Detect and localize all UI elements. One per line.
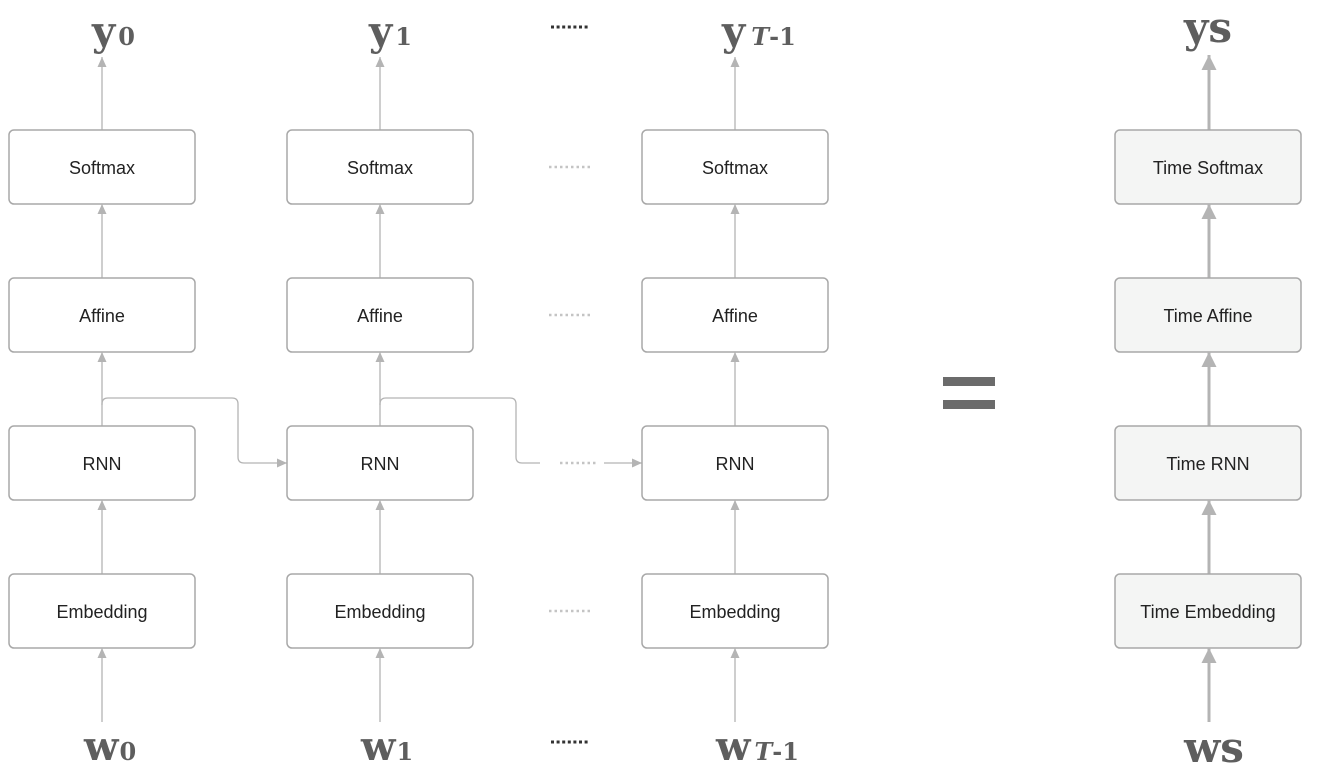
time-softmax-label: Time Softmax xyxy=(1153,158,1263,178)
embedding-label-0: Embedding xyxy=(56,602,147,622)
input-variable-ws: ws xyxy=(1183,723,1244,772)
time-layer-stack: ys Time Softmax Time Affine Time RNN Tim… xyxy=(1114,3,1302,772)
time-embedding-label: Time Embedding xyxy=(1140,602,1275,622)
hidden-state-arrow-0-to-1 xyxy=(101,397,287,468)
equals-bar-bottom xyxy=(943,400,995,409)
affine-label-last: Affine xyxy=(712,306,758,326)
equals-sign xyxy=(943,377,995,409)
input-variable-w1: w1 xyxy=(360,723,413,770)
ellipsis-column xyxy=(549,25,590,744)
input-variable-w0: w0 xyxy=(83,723,136,770)
softmax-label-0: Softmax xyxy=(69,158,135,178)
time-rnn-label: Time RNN xyxy=(1166,454,1249,474)
rnn-label-0: RNN xyxy=(83,454,122,474)
softmax-label-last: Softmax xyxy=(702,158,768,178)
hidden-state-line-1-out xyxy=(379,397,540,464)
equals-bar-top xyxy=(943,377,995,386)
rnn-label-last: RNN xyxy=(716,454,755,474)
affine-label-1: Affine xyxy=(357,306,403,326)
output-variable-ys: ys xyxy=(1183,3,1232,52)
embedding-label-1: Embedding xyxy=(334,602,425,622)
softmax-label-1: Softmax xyxy=(347,158,413,178)
embedding-label-last: Embedding xyxy=(689,602,780,622)
affine-label-0: Affine xyxy=(79,306,125,326)
rnn-label-1: RNN xyxy=(361,454,400,474)
time-affine-label: Time Affine xyxy=(1163,306,1252,326)
